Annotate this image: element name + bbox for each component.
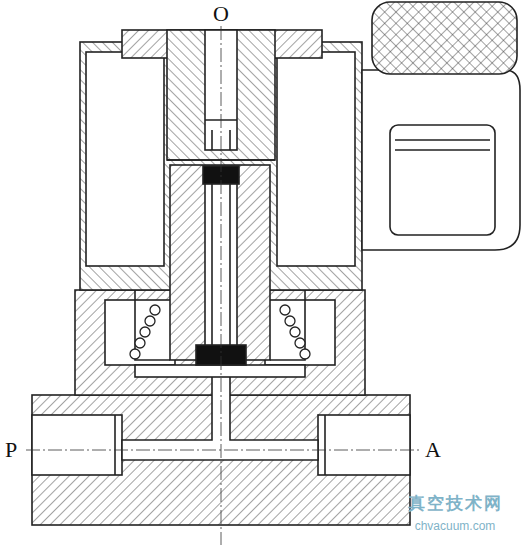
watermark: 真空技术网 (408, 495, 503, 512)
port-label: O (212, 3, 230, 25)
watermark: chvacuum.com (415, 520, 496, 532)
port-label: A (424, 439, 442, 461)
port-label: P (4, 439, 18, 461)
